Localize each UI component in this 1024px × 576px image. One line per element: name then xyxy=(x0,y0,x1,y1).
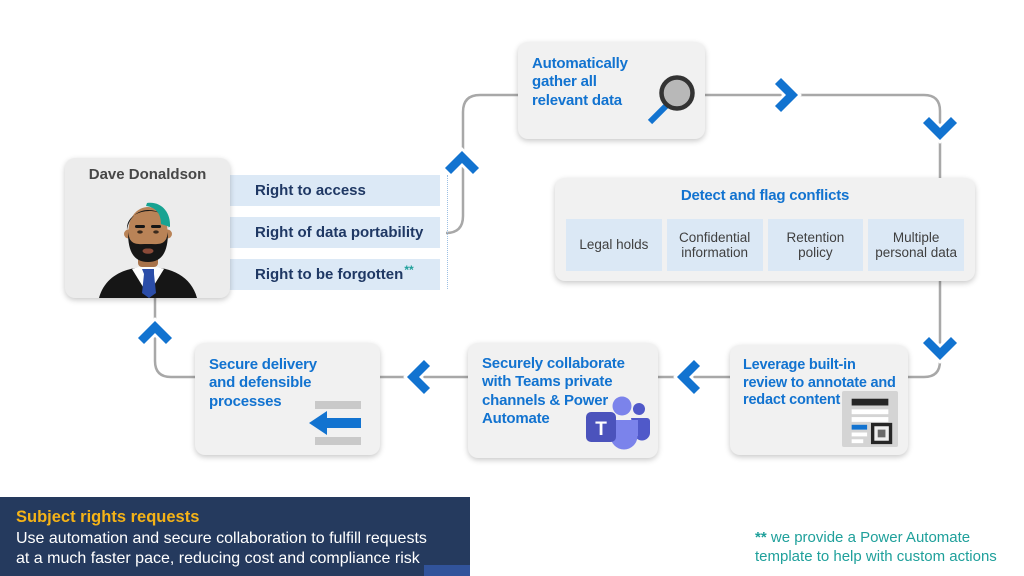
chevron-underlay xyxy=(403,358,432,396)
step-collaborate-label: Securely collaborate with Teams private … xyxy=(482,355,625,427)
conflict-item-retention-policy: Retention policy xyxy=(767,219,864,271)
right-label: Right to be forgotten xyxy=(255,266,404,283)
subject-rights-callout: Subject rights requests Use automation a… xyxy=(0,497,470,576)
chevron-underlay xyxy=(136,317,174,346)
connector-rights-to-gather xyxy=(445,93,518,235)
chevron-right-icon xyxy=(774,77,799,113)
right-label: Right to access xyxy=(255,182,366,199)
chevron-down-icon xyxy=(922,116,958,141)
step-delivery-label: Secure delivery and defensible processes xyxy=(209,356,317,410)
step-delivery-box: Secure delivery and defensible processes xyxy=(195,343,380,455)
right-to-be-forgotten-bar: Right to be forgotten** xyxy=(222,259,440,290)
right-of-data-portability-bar: Right of data portability xyxy=(222,217,440,248)
bearded-man-avatar xyxy=(98,202,197,298)
step-review-label: Leverage built-in review to annotate and… xyxy=(743,357,896,409)
footnote-marker: ** xyxy=(404,262,414,277)
chevron-underlay xyxy=(921,335,959,364)
step-collaborate-box: Securely collaborate with Teams private … xyxy=(468,343,658,458)
chevron-up-icon xyxy=(444,150,480,175)
chevron-up-icon xyxy=(137,320,173,345)
step-review-box: Leverage built-in review to annotate and… xyxy=(730,345,908,455)
chevron-down-icon xyxy=(922,336,958,361)
conflict-item-confidential-information: Confidential information xyxy=(666,219,763,271)
chevron-left-icon xyxy=(676,359,701,395)
callout-title: Subject rights requests xyxy=(16,508,200,526)
return-arrow-icon xyxy=(309,401,361,445)
right-to-access-bar: Right to access xyxy=(222,175,440,206)
teams-icon: T xyxy=(586,396,650,450)
accent-block xyxy=(424,565,470,576)
conflict-items: Legal holds Confidential information Ret… xyxy=(566,219,964,271)
step-gather-box: Automatically gather all relevant data xyxy=(518,42,705,139)
connector-detect-to-review xyxy=(908,281,942,379)
redacted-document-icon xyxy=(842,391,898,447)
chevron-underlay xyxy=(773,76,802,114)
callout-body-line1: Use automation and secure collaboration … xyxy=(16,530,427,547)
footnote: ** we provide a Power Automate template … xyxy=(755,529,1024,567)
persona-card: Dave Donaldson xyxy=(65,158,230,298)
chevron-underlay xyxy=(443,147,481,176)
teams-tile-letter: T xyxy=(595,419,607,440)
step-gather-label: Automatically gather all relevant data xyxy=(532,55,628,109)
connector-gather-to-detect xyxy=(705,93,942,178)
chevron-underlay xyxy=(921,115,959,144)
persona-name: Dave Donaldson xyxy=(88,166,207,183)
chevron-underlay xyxy=(673,358,702,396)
step-detect-title: Detect and flag conflicts xyxy=(680,187,850,204)
right-label: Right of data portability xyxy=(255,224,424,241)
callout-body-line2: at a much faster pace, reducing cost and… xyxy=(16,549,420,567)
step-detect-box: Detect and flag conflicts Legal holds Co… xyxy=(555,178,975,281)
chevron-left-icon xyxy=(406,359,431,395)
magnifier-icon xyxy=(647,75,695,125)
footnote-marker: ** xyxy=(755,529,767,546)
conflict-item-legal-holds: Legal holds xyxy=(566,219,662,271)
connector-delivery-to-persona xyxy=(153,298,195,379)
dotted-divider xyxy=(447,175,448,289)
conflict-item-multiple-personal-data: Multiple personal data xyxy=(868,219,964,271)
footnote-text: we provide a Power Automate template to … xyxy=(755,529,997,565)
